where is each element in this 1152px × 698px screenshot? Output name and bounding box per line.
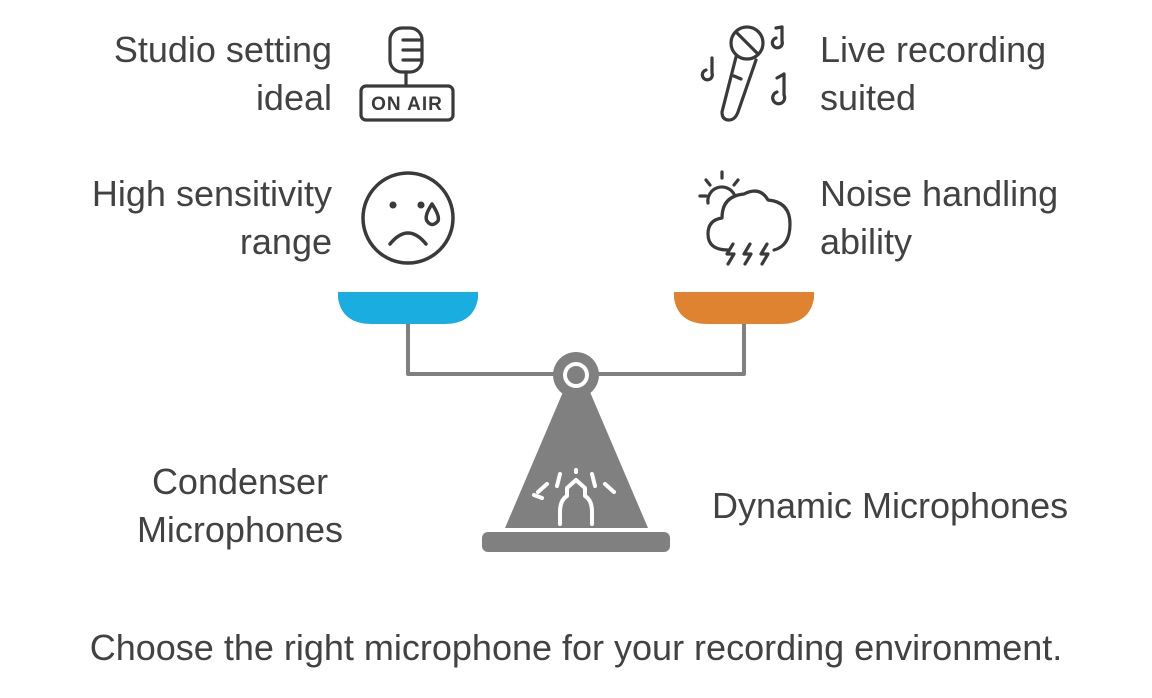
right-feature-1-line-1: Live recording — [820, 29, 1047, 70]
on-air-label: ON AIR — [371, 94, 443, 115]
right-feature-1-line-2: suited — [820, 77, 917, 118]
karaoke-microphone-icon — [700, 25, 787, 122]
left-feature-1-line-2: ideal — [255, 77, 332, 118]
on-air-microphone-icon — [359, 26, 455, 122]
left-feature-2-line-1: High sensitivity — [91, 173, 332, 214]
left-feature-1-text: Studio setting ideal — [114, 26, 332, 122]
right-pan — [674, 292, 814, 324]
right-arm — [596, 322, 746, 376]
left-feature-2-line-2: range — [239, 221, 332, 262]
right-option-line-1: Dynamic Microphones — [712, 485, 1069, 526]
left-feature-1-line-1: Studio setting — [113, 29, 332, 70]
scale-base — [482, 532, 670, 552]
storm-cloud-icon — [698, 170, 792, 266]
scale-stand — [505, 392, 648, 528]
scale-arms — [406, 322, 746, 376]
left-option-line-2: Microphones — [136, 509, 344, 550]
caption: Choose the right microphone for your rec… — [89, 627, 1063, 668]
sad-tear-face-icon — [361, 171, 455, 265]
left-option-line-1: Condenser — [151, 461, 329, 502]
left-arm — [406, 322, 556, 376]
right-feature-2-line-2: ability — [820, 221, 913, 262]
right-feature-2-text: Noise handling ability — [820, 170, 1058, 266]
right-option-label: Dynamic Microphones — [712, 482, 1068, 530]
left-pan — [338, 292, 478, 324]
left-feature-2-text: High sensitivity range — [92, 170, 332, 266]
right-feature-2-line-1: Noise handling — [820, 173, 1059, 214]
alarm-bell-icon — [532, 468, 616, 526]
left-option-label: Condenser Microphones — [100, 458, 380, 554]
right-feature-1-text: Live recording suited — [820, 26, 1046, 122]
pivot-icon — [553, 352, 599, 398]
